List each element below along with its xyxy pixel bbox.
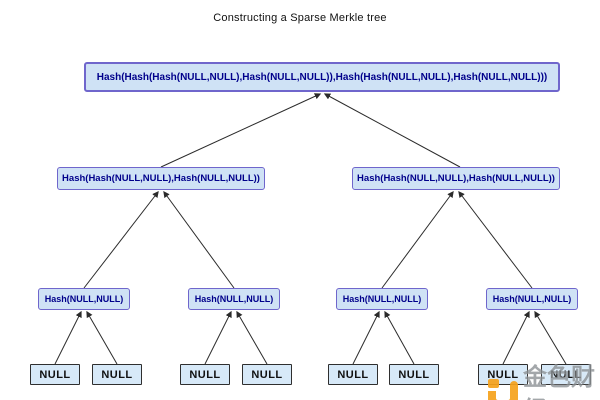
diagram-title: Constructing a Sparse Merkle tree bbox=[213, 12, 387, 24]
edge-l3b-l2a bbox=[163, 190, 235, 289]
root-hash-node: Hash(Hash(Hash(NULL,NULL),Hash(NULL,NULL… bbox=[84, 62, 560, 92]
leaf-null-node-3: NULL bbox=[180, 364, 230, 385]
level2-hash-node-right: Hash(Hash(NULL,NULL),Hash(NULL,NULL)) bbox=[352, 167, 560, 190]
edge-leaf4-l3b bbox=[236, 310, 268, 365]
leaf-null-node-7: NULL bbox=[478, 364, 528, 385]
level3-hash-node-2: Hash(NULL,NULL) bbox=[188, 288, 280, 310]
leaf-null-node-5: NULL bbox=[328, 364, 378, 385]
edge-leaf3-l3b bbox=[204, 310, 232, 365]
edge-l3d-l2b bbox=[458, 190, 533, 289]
leaf-null-node-8: NULL bbox=[541, 364, 591, 385]
edge-leaf6-l3c bbox=[384, 310, 415, 365]
level2-hash-node-left: Hash(Hash(NULL,NULL),Hash(NULL,NULL)) bbox=[57, 167, 265, 190]
level3-hash-node-1: Hash(NULL,NULL) bbox=[38, 288, 130, 310]
edge-l3a-l2a bbox=[83, 190, 159, 289]
leaf-null-node-6: NULL bbox=[389, 364, 439, 385]
leaf-null-node-4: NULL bbox=[242, 364, 292, 385]
leaf-null-node-1: NULL bbox=[30, 364, 80, 385]
edge-l2a-root bbox=[160, 93, 322, 168]
edge-leaf5-l3c bbox=[352, 310, 380, 365]
edge-leaf8-l3d bbox=[534, 310, 567, 365]
edge-leaf2-l3a bbox=[86, 310, 118, 365]
edge-l3c-l2b bbox=[381, 190, 454, 289]
edge-leaf1-l3a bbox=[54, 310, 82, 365]
leaf-null-node-2: NULL bbox=[92, 364, 142, 385]
level3-hash-node-4: Hash(NULL,NULL) bbox=[486, 288, 578, 310]
edge-l2b-root bbox=[323, 93, 461, 168]
edge-leaf7-l3d bbox=[502, 310, 530, 365]
level3-hash-node-3: Hash(NULL,NULL) bbox=[336, 288, 428, 310]
